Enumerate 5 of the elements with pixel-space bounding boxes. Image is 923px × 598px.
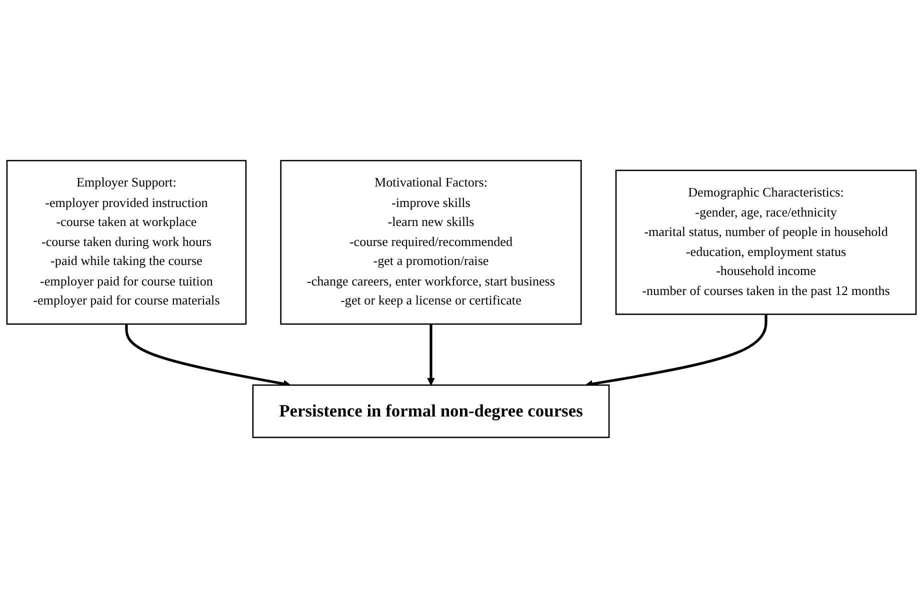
node-box: Demographic Characteristics: -gender, age, race/ethnicity -marital status, number of people in household -education, employment status -household income -number of courses taken in the past 12 months — [615, 170, 917, 315]
arrow — [427, 324, 435, 386]
node-box: Persistence in formal non-degree courses — [252, 384, 610, 438]
node-box: Motivational Factors: -improve skills -learn new skills -course required/recommended -get a promotion/raise -change careers, enter workforce, start business -get or keep a license or certificate — [280, 160, 582, 325]
node-box: Employer Support: -employer provided instruction -course taken at workplace -course taken during work hours -paid while taking the course -employer paid for course tuition -employer paid for course materials — [6, 160, 247, 325]
